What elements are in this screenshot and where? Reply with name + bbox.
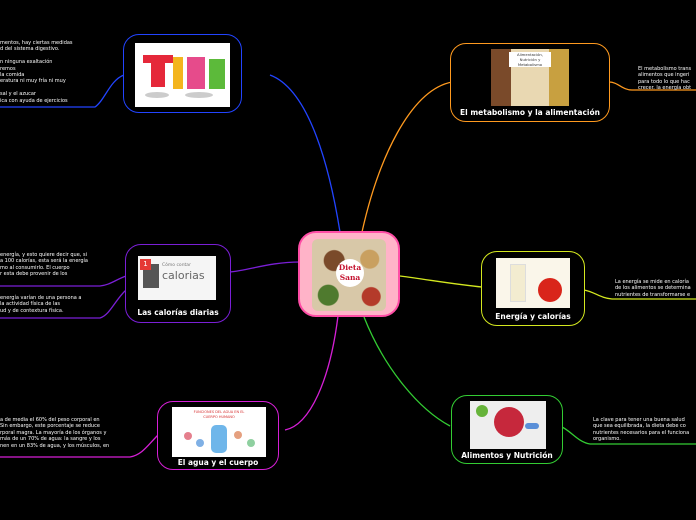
branch-tips bbox=[269, 74, 341, 233]
central-title: Dieta Sana bbox=[336, 259, 364, 287]
glass-icon bbox=[510, 264, 526, 302]
note-line: La energía se mide en caloría bbox=[615, 279, 689, 285]
note-line: rporal magra. La mayoría de los órganos … bbox=[0, 429, 107, 436]
note-line: a de media el 60% del peso corporal en bbox=[0, 417, 100, 423]
metabolismo-image: Alimentación, Nutrición y Metabolismo bbox=[491, 49, 569, 106]
note-line: alimentos que ingeri bbox=[638, 72, 690, 79]
branch-nutricion-note bbox=[561, 426, 696, 445]
note-line: que sea equilibrada, la dieta debe co bbox=[593, 423, 686, 430]
note-line: energía varían de una persona a bbox=[0, 295, 82, 301]
organ-icon bbox=[234, 431, 242, 439]
calorias-image-small-text: Cómo contar bbox=[162, 263, 191, 268]
branch-tips-note bbox=[0, 74, 125, 108]
pill-icon bbox=[525, 423, 539, 429]
nutricion-title: Alimentos y Nutrición bbox=[461, 451, 553, 460]
healthy-food-image: Dieta Sana bbox=[312, 239, 386, 311]
note-line: ica con ayuda de ejercicios bbox=[0, 97, 68, 104]
note-line: eratura ni muy fría ni muy bbox=[0, 78, 66, 85]
food-photo bbox=[491, 49, 511, 106]
organ-icon bbox=[196, 439, 204, 447]
branch-energia bbox=[399, 275, 483, 288]
nutricion-image bbox=[470, 401, 546, 449]
central-topic[interactable]: Dieta Sana bbox=[298, 231, 400, 317]
note-line: mo al consumirlo. El cuerpo bbox=[0, 264, 70, 271]
water-bottle-icon bbox=[211, 425, 227, 453]
node-metabolismo[interactable]: Alimentación, Nutrición y Metabolismo El… bbox=[450, 43, 610, 122]
note-line: a 100 calorías, esta será la energía bbox=[0, 258, 88, 265]
node-calorias[interactable]: 1 Cómo contar calorias Las calorías diar… bbox=[125, 244, 231, 323]
energia-title: Energía y calorías bbox=[495, 312, 571, 321]
organ-icon bbox=[184, 432, 192, 440]
node-tips[interactable] bbox=[123, 34, 242, 113]
branch-calorias-note-a bbox=[0, 275, 127, 287]
note-line: para todo lo que hac bbox=[638, 78, 690, 85]
heart-bowl-icon bbox=[494, 407, 524, 437]
note-line: nen en un 83% de agua, y los músculos, e… bbox=[0, 442, 110, 449]
note-line: sal y el azucar bbox=[0, 91, 36, 98]
note-line: ud y de contextura física. bbox=[0, 307, 64, 314]
note-line: organismo. bbox=[593, 436, 621, 443]
metabolismo-image-text: Alimentación, Nutrición y Metabolismo bbox=[509, 52, 551, 67]
note-line: La clave para tener una buena salud bbox=[593, 417, 685, 423]
calculator-icon bbox=[143, 264, 159, 288]
note-line: mentos, hay ciertas medidas bbox=[0, 40, 73, 46]
branch-agua-note bbox=[0, 434, 159, 458]
note-line: n ninguna exaltación bbox=[0, 59, 53, 66]
tips-image bbox=[135, 43, 230, 107]
branch-calorias-note-b bbox=[0, 289, 127, 319]
note-line: remos bbox=[0, 65, 16, 72]
note-line: más de un 70% de agua: la sangre y los bbox=[0, 436, 101, 443]
branch-energia-note bbox=[583, 289, 696, 300]
note-line: d del sistema digestivo. bbox=[0, 46, 60, 53]
note-line: la actividad física de las bbox=[0, 301, 60, 308]
calorias-title: Las calorías diarias bbox=[137, 308, 219, 317]
note-line: de los alimentos se determina bbox=[615, 285, 691, 292]
branch-metabolismo bbox=[361, 81, 453, 233]
node-nutricion[interactable]: Alimentos y Nutrición bbox=[451, 395, 563, 464]
calorias-image-text: calorias bbox=[162, 269, 205, 282]
note-line: energía, y esto quiere decir que, si bbox=[0, 252, 87, 258]
note-line: nutrientes de transformarse e bbox=[615, 291, 691, 298]
number-badge: 1 bbox=[140, 259, 151, 270]
note-line: la comida bbox=[0, 72, 25, 79]
note-line: crecer. la energía obt bbox=[638, 85, 692, 92]
organ-icon bbox=[247, 439, 255, 447]
branch-nutricion bbox=[363, 316, 451, 427]
branch-agua bbox=[284, 315, 339, 431]
food-photo bbox=[549, 49, 569, 106]
energia-image bbox=[496, 258, 570, 308]
note-line: Sin embargo, este porcentaje se reduce bbox=[0, 423, 100, 430]
node-agua[interactable]: FUNCIONES DEL AGUA EN EL CUERPO HUMANO E… bbox=[157, 401, 279, 470]
agua-image-text: FUNCIONES DEL AGUA EN EL CUERPO HUMANO bbox=[193, 410, 245, 419]
apple-icon bbox=[476, 405, 488, 417]
branch-metabolismo-note bbox=[608, 81, 696, 91]
node-energia[interactable]: Energía y calorías bbox=[481, 251, 585, 326]
tips-letters-graphic bbox=[143, 55, 225, 98]
calorias-image: 1 Cómo contar calorias bbox=[138, 256, 216, 300]
note-line: nutrientes necesarios para el funciona bbox=[593, 429, 690, 436]
note-line: El metabolismo trans bbox=[638, 66, 692, 72]
metabolismo-title: El metabolismo y la alimentación bbox=[460, 108, 600, 117]
agua-title: El agua y el cuerpo bbox=[177, 458, 259, 467]
branch-calorias bbox=[229, 261, 301, 273]
note-line: r esta debe provenir de los bbox=[0, 271, 68, 278]
agua-image: FUNCIONES DEL AGUA EN EL CUERPO HUMANO bbox=[172, 407, 266, 457]
tomato-icon bbox=[538, 278, 562, 302]
